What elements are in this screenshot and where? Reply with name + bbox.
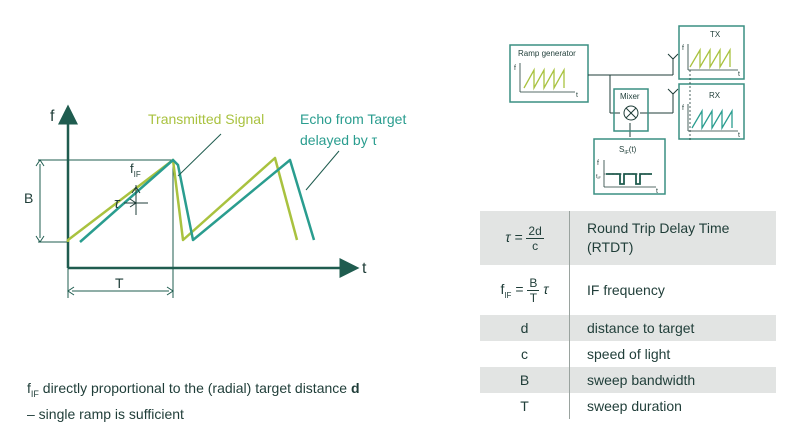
- table-symbol-cell: B: [480, 367, 570, 393]
- table-desc-cell: speed of light: [587, 346, 671, 362]
- tau-label: τ: [114, 195, 121, 212]
- svg-text:f: f: [597, 160, 599, 167]
- table-desc-cell: sweep duration: [587, 398, 682, 414]
- table-symbol-cell: c: [480, 341, 570, 367]
- svg-text:f: f: [514, 65, 516, 72]
- table-row: B sweep bandwidth: [480, 367, 776, 393]
- table-desc-cell: distance to target: [569, 315, 776, 341]
- t-axis-label: t: [362, 260, 367, 277]
- table-symbol-cell: d: [480, 315, 570, 341]
- table-symbol-cell: T: [480, 393, 570, 419]
- svg-text:t: t: [656, 188, 658, 195]
- ramp-generator-label: Ramp generator: [518, 49, 576, 58]
- mixer-label: Mixer: [620, 92, 640, 101]
- fif-label: fIF: [130, 161, 141, 179]
- svg-text:f: f: [682, 105, 684, 112]
- t-period-label: T: [115, 275, 124, 291]
- table-desc-cell: sweep bandwidth: [569, 367, 776, 393]
- ramp-generator-box: [509, 44, 589, 103]
- table-row: T sweep duration: [480, 393, 776, 419]
- svg-text:t: t: [738, 132, 740, 139]
- tx-callout-line: [177, 133, 222, 177]
- mixer-box: [613, 88, 649, 132]
- rx-box-label: RX: [709, 91, 721, 100]
- svg-text:fIF: fIF: [596, 174, 602, 180]
- rx-box: [678, 83, 745, 140]
- echo-label-line2: delayed by τ: [300, 132, 378, 148]
- svg-text:f: f: [682, 45, 684, 52]
- tx-label: Transmitted Signal: [148, 111, 264, 127]
- sif-box: [593, 138, 666, 195]
- table-row: c speed of light: [480, 341, 776, 367]
- table-desc-cell: Round Trip Delay Time(RTDT): [569, 211, 776, 265]
- svg-text:t: t: [576, 92, 578, 99]
- footnote: fIF directly proportional to the (radial…: [27, 380, 360, 422]
- sif-wave: [606, 173, 652, 185]
- echo-callout-line: [305, 150, 340, 191]
- echo-signal: [79, 158, 316, 243]
- sif-label: SIF(t): [619, 145, 637, 156]
- b-label: B: [24, 190, 33, 206]
- echo-label-line1: Echo from Target: [300, 111, 406, 127]
- f-axis-label: f: [50, 108, 55, 125]
- ramp-generator-wave: [523, 67, 565, 91]
- transmitted-signal: [66, 156, 299, 242]
- table-desc-cell: IF frequency: [587, 282, 665, 298]
- tx-box-label: TX: [710, 30, 721, 39]
- tx-box: [678, 25, 745, 80]
- svg-text:t: t: [738, 71, 740, 78]
- tx-wave: [689, 47, 731, 70]
- rx-wave: [691, 108, 733, 131]
- table-row: d distance to target: [480, 315, 776, 341]
